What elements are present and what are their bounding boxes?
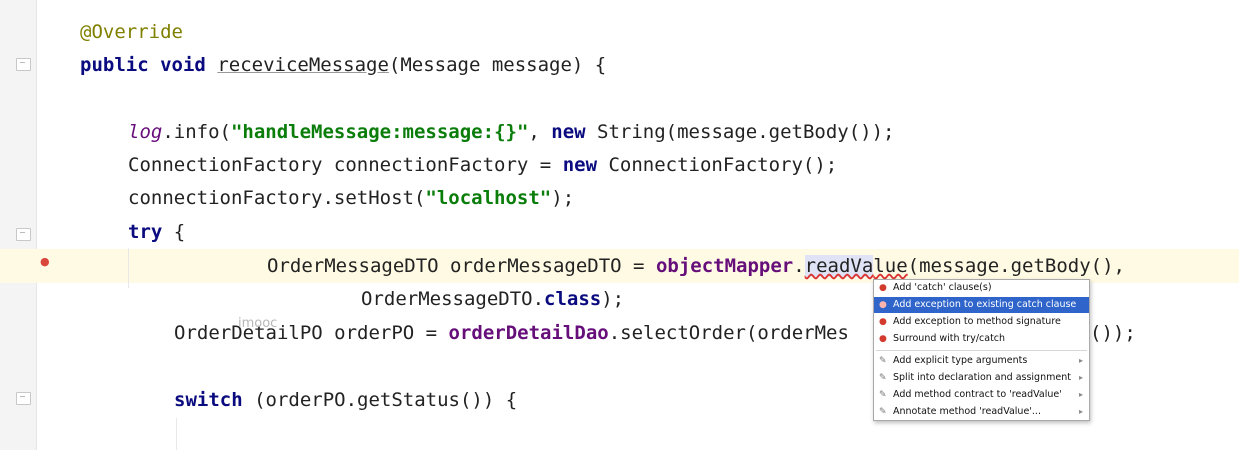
intention-item-label: Add 'catch' clause(s)	[893, 282, 992, 293]
fold-marker-icon[interactable]	[16, 58, 31, 71]
code-line-8: OrderMessageDTO.class);	[361, 287, 624, 311]
code-text: (orderPO.getStatus()) {	[242, 389, 518, 411]
string-literal: "localhost"	[425, 187, 552, 209]
submenu-arrow-icon: ▸	[1078, 390, 1083, 399]
wrench-icon: ✎	[879, 356, 887, 366]
intention-item-label: Add method contract to 'readValue'	[893, 389, 1062, 400]
keyword-token: class	[544, 288, 602, 310]
intention-item-label: Annotate method 'readValue'...	[893, 406, 1041, 417]
editor-gutter	[0, 0, 37, 450]
code-line-10: switch (orderPO.getStatus()) {	[174, 388, 517, 412]
indent-guide	[176, 418, 177, 450]
field-token: orderDetailDao	[448, 322, 609, 344]
code-text: ,	[528, 121, 552, 143]
code-line-3: log.info("handleMessage:message:{}", new…	[128, 120, 894, 144]
code-line-9-tail: ());	[1090, 321, 1136, 345]
error-bulb-icon: ●	[879, 317, 887, 327]
intention-item-label: Add explicit type arguments	[893, 355, 1028, 366]
current-line-highlight	[0, 249, 1239, 283]
wrench-icon: ✎	[879, 373, 887, 383]
error-bulb-icon: ●	[879, 283, 887, 293]
code-text: {	[162, 221, 186, 243]
code-text: ConnectionFactory();	[597, 154, 838, 176]
code-line-1: @Override	[80, 20, 183, 44]
watermark: imooc	[238, 316, 278, 331]
intention-item-split-declaration[interactable]: ✎ Split into declaration and assignment …	[874, 370, 1089, 386]
code-text: );	[551, 187, 575, 209]
intention-item-explicit-type-args[interactable]: ✎ Add explicit type arguments ▸	[874, 353, 1089, 369]
error-highlighted-call[interactable]: lue	[873, 255, 908, 277]
keyword-token: public	[80, 54, 149, 76]
fold-marker-icon[interactable]	[16, 392, 31, 405]
intention-item-annotate-method[interactable]: ✎ Annotate method 'readValue'... ▸	[874, 404, 1089, 420]
wrench-icon: ✎	[879, 407, 887, 417]
code-text: connectionFactory.setHost(	[128, 187, 426, 209]
string-literal: "handleMessage:message:{}"	[230, 121, 529, 143]
intention-item-add-exception-existing[interactable]: ● Add exception to existing catch clause	[874, 297, 1089, 313]
static-field-token: log	[128, 121, 163, 143]
code-text: .selectOrder(orderMes	[608, 322, 849, 344]
intention-item-add-contract[interactable]: ✎ Add method contract to 'readValue' ▸	[874, 387, 1089, 403]
method-name: receviceMessage	[217, 54, 389, 76]
fold-marker-icon[interactable]	[16, 228, 31, 241]
error-bulb-icon: ●	[879, 334, 887, 344]
code-line-6: try {	[128, 220, 185, 244]
code-text: String(message.getBody());	[585, 121, 895, 143]
code-line-5: connectionFactory.setHost("localhost");	[128, 186, 574, 210]
intention-item-label: Add exception to method signature	[893, 316, 1061, 327]
code-text: ());	[1090, 322, 1136, 344]
code-line-4: ConnectionFactory connectionFactory = ne…	[128, 153, 837, 177]
submenu-arrow-icon: ▸	[1078, 356, 1083, 365]
error-bulb-icon[interactable]: ●	[40, 255, 50, 268]
intention-item-label: Add exception to existing catch clause	[893, 299, 1077, 310]
keyword-token: try	[128, 221, 163, 243]
keyword-token: switch	[174, 389, 243, 411]
intention-item-add-catch[interactable]: ● Add 'catch' clause(s)	[874, 280, 1089, 296]
code-line-7: OrderMessageDTO orderMessageDTO = object…	[267, 254, 1125, 278]
error-bulb-icon: ●	[879, 300, 887, 310]
intention-item-surround-try-catch[interactable]: ● Surround with try/catch	[874, 331, 1089, 347]
code-line-2: public void receviceMessage(Message mess…	[80, 53, 606, 77]
intention-actions-popup[interactable]: ● Add 'catch' clause(s) ● Add exception …	[873, 279, 1090, 421]
code-text: .info(	[162, 121, 231, 143]
code-text: );	[601, 288, 625, 310]
keyword-token: void	[160, 54, 206, 76]
code-line-9: OrderDetailPO orderPO = orderDetailDao.s…	[174, 321, 849, 345]
indent-guide	[128, 248, 129, 288]
code-text: OrderDetailPO orderPO =	[174, 322, 449, 344]
code-text: .	[793, 255, 805, 277]
keyword-token: new	[551, 121, 586, 143]
code-text: OrderMessageDTO.	[361, 288, 545, 310]
intention-item-label: Surround with try/catch	[893, 333, 1006, 344]
submenu-arrow-icon: ▸	[1078, 373, 1083, 382]
code-text: (message.getBody(),	[907, 255, 1125, 277]
wrench-icon: ✎	[879, 390, 887, 400]
error-highlighted-call[interactable]: readVa	[804, 255, 874, 277]
keyword-token: new	[562, 154, 598, 176]
menu-separator	[876, 350, 1087, 351]
annotation-token: @Override	[80, 21, 183, 43]
code-text: (Message message) {	[388, 54, 607, 76]
code-text: OrderMessageDTO orderMessageDTO =	[267, 255, 656, 277]
code-text: ConnectionFactory connectionFactory =	[128, 154, 563, 176]
intention-item-label: Split into declaration and assignment	[893, 372, 1071, 383]
field-token: objectMapper	[655, 255, 794, 277]
submenu-arrow-icon: ▸	[1078, 407, 1083, 416]
intention-item-add-exception-signature[interactable]: ● Add exception to method signature	[874, 314, 1089, 330]
